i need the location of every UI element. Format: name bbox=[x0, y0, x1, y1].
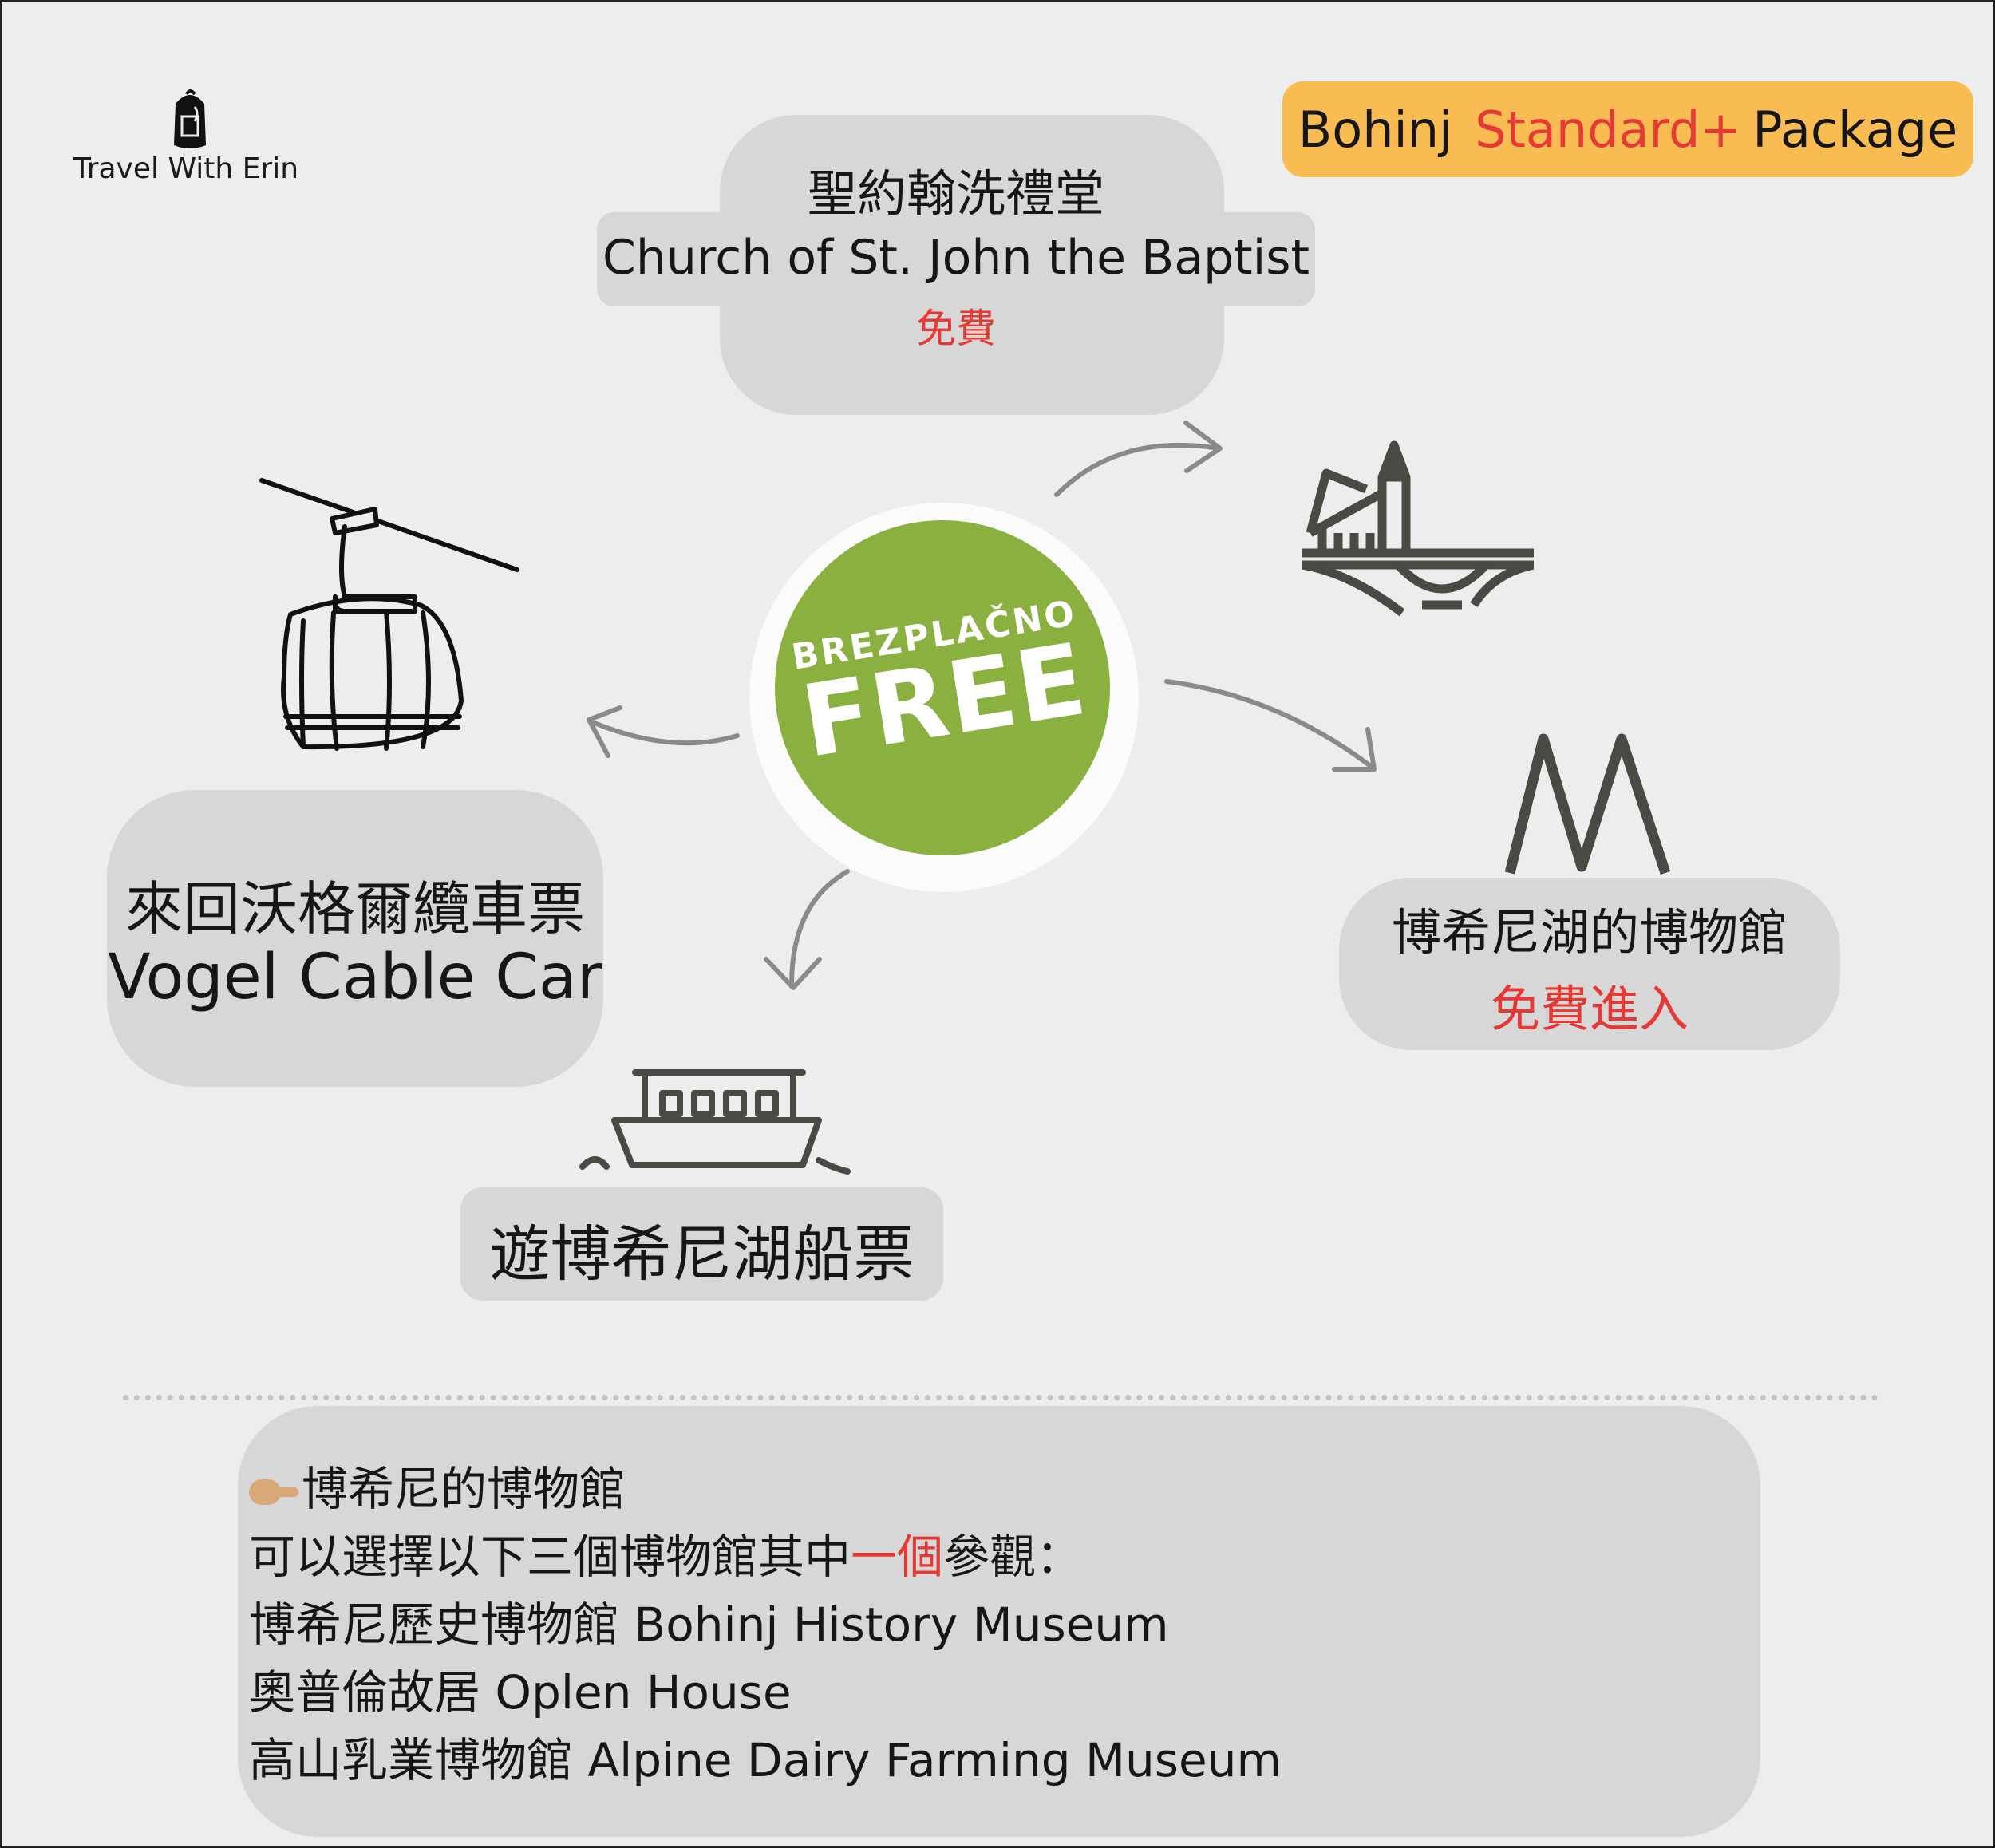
museum-list-item: 高山乳業博物館 Alpine Dairy Farming Museum bbox=[249, 1733, 1282, 1787]
info-bubble bbox=[238, 1406, 1760, 1837]
museum-name-zh: 博希尼湖的博物館 bbox=[1391, 903, 1788, 962]
badge-tier: Standard+ bbox=[1475, 100, 1742, 159]
museum-bubble bbox=[1339, 878, 1840, 1050]
backpack-icon bbox=[174, 89, 206, 148]
travel-with-erin-logo: Travel With Erin bbox=[64, 85, 319, 189]
pointing-hand-icon bbox=[249, 1479, 298, 1505]
gondola-icon bbox=[259, 478, 519, 751]
info-heading-line: 博希尼的博物館 bbox=[249, 1455, 1282, 1523]
church-name-en: Church of St. John the Baptist bbox=[602, 230, 1310, 286]
free-badge bbox=[775, 520, 1110, 855]
museum-price: 免費進入 bbox=[1490, 980, 1689, 1038]
boat-name-zh: 遊博希尼湖船票 bbox=[489, 1218, 915, 1289]
museum-list-item: 博希尼歷史博物館 Bohinj History Museum bbox=[249, 1597, 1169, 1652]
museum-list-item: 奧普倫故居 Oplen House bbox=[249, 1665, 792, 1720]
logo-text: Travel With Erin bbox=[73, 152, 299, 185]
info-choose-highlight: 一個 bbox=[851, 1530, 944, 1584]
church-name-zh: 聖約翰洗禮堂 bbox=[807, 164, 1104, 223]
church-price: 免費 bbox=[916, 306, 996, 352]
dotted-divider bbox=[123, 1395, 1878, 1400]
info-heading: 博希尼的博物館 bbox=[302, 1462, 626, 1516]
badge-word: Package bbox=[1752, 100, 1958, 159]
museum-info: 博希尼的博物館 可以選擇以下三個博物館其中一個參觀： 博希尼歷史博物館 Bohi… bbox=[249, 1455, 1282, 1795]
church-bridge-icon bbox=[1302, 440, 1534, 617]
boat-bubble bbox=[460, 1187, 943, 1301]
cable-car-name-en: Vogel Cable Car bbox=[108, 942, 602, 1013]
mountain-icon bbox=[1504, 733, 1671, 875]
boat-icon bbox=[579, 1069, 851, 1175]
cable-car-bubble bbox=[107, 790, 603, 1087]
free-badge-text: BREZPLAČNO FREE bbox=[751, 496, 1135, 880]
church-bubble-band bbox=[597, 212, 1315, 306]
info-choose-line: 可以選擇以下三個博物館其中一個參觀： bbox=[249, 1530, 1083, 1584]
package-badge: Bohinj Standard+ Package bbox=[1282, 81, 1973, 177]
cable-car-name-zh: 來回沃格爾纜車票 bbox=[124, 875, 585, 942]
badge-place: Bohinj bbox=[1298, 100, 1453, 159]
